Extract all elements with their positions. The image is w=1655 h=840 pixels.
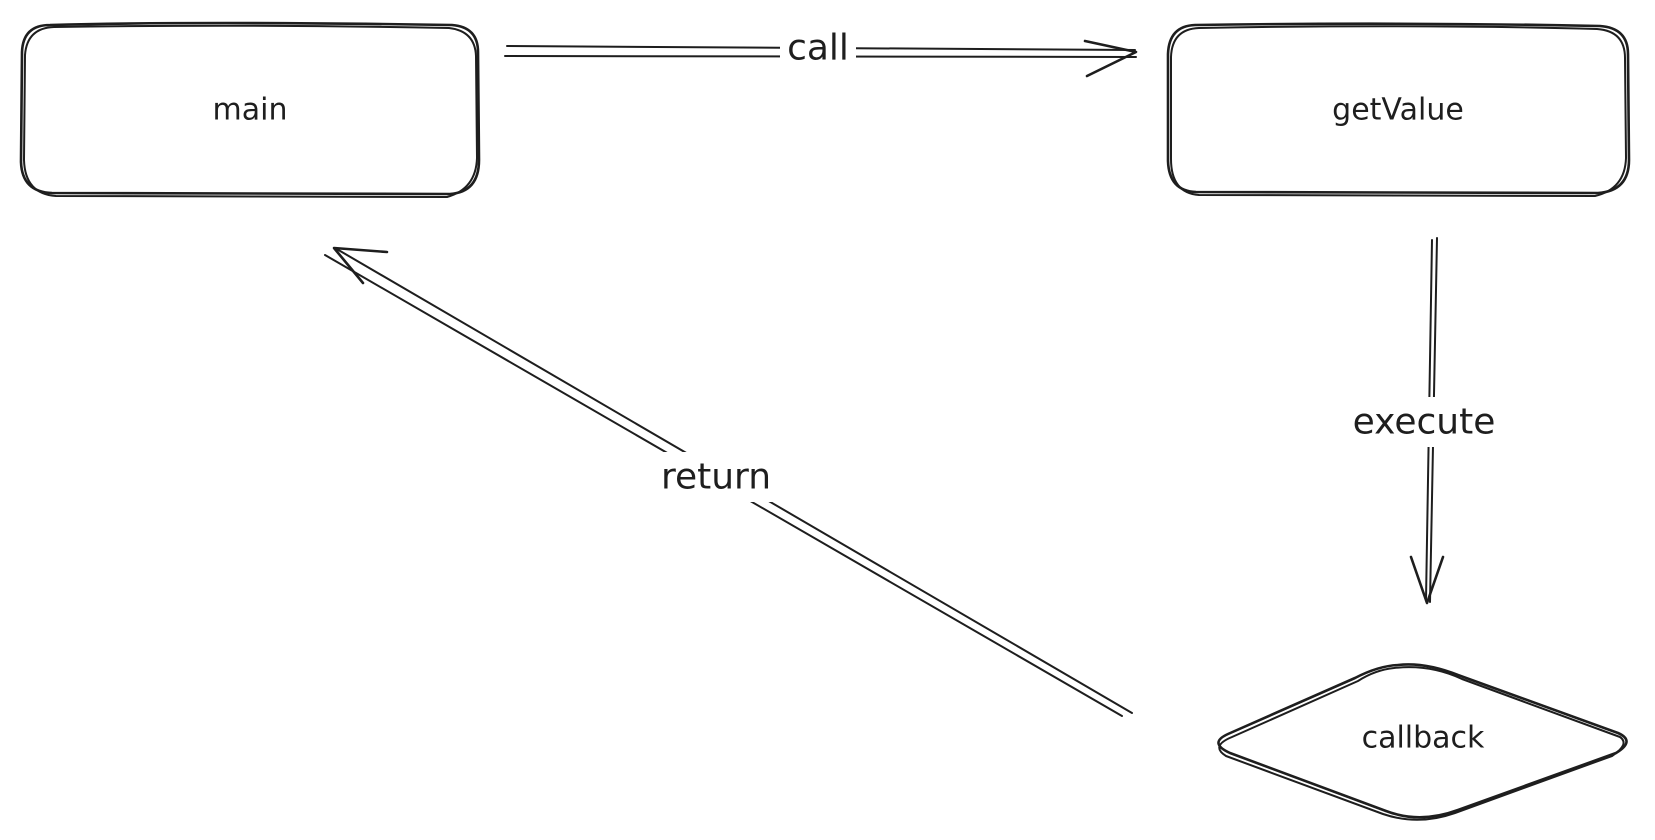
edge-execute: execute	[1340, 237, 1508, 605]
edge-return: return	[324, 246, 1133, 717]
node-callback-label: callback	[1362, 721, 1485, 756]
node-getvalue[interactable]: getValue	[1166, 22, 1631, 197]
edge-call-label: call	[787, 28, 849, 69]
edge-return-label: return	[661, 457, 771, 498]
node-main[interactable]: main	[19, 21, 481, 198]
edge-execute-label: execute	[1353, 402, 1496, 443]
node-main-label: main	[213, 93, 288, 128]
node-getvalue-label: getValue	[1332, 93, 1464, 128]
node-callback[interactable]: callback	[1217, 663, 1628, 821]
edge-call: call	[504, 26, 1138, 78]
